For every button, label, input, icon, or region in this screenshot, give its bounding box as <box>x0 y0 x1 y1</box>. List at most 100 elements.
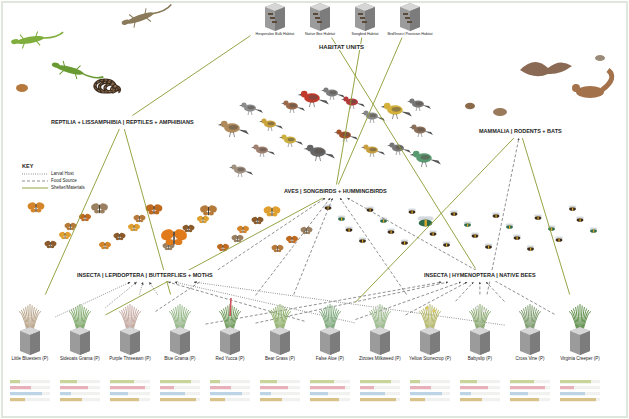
bee-body <box>506 225 513 229</box>
data-bar-track <box>10 386 50 389</box>
butterfly-body <box>50 242 51 248</box>
pot-body <box>270 327 290 355</box>
butterfly-figure <box>64 222 77 230</box>
butterfly-body <box>139 216 140 222</box>
bird-head <box>323 87 328 92</box>
data-bar-track <box>160 392 200 395</box>
data-bar-track <box>110 386 150 389</box>
bird-beak <box>218 124 221 125</box>
plant-foliage <box>78 306 80 331</box>
data-bar <box>60 386 88 389</box>
bird-figure <box>239 102 263 115</box>
bird-figure <box>304 145 335 161</box>
bee-figure <box>485 244 493 249</box>
plant-foliage <box>278 306 280 331</box>
bee-figure <box>408 209 416 214</box>
data-bar-track <box>560 386 600 389</box>
butterfly-wing <box>258 221 262 224</box>
habitat-cavity <box>360 17 365 19</box>
plant-foliage <box>583 311 591 330</box>
bird-figure <box>341 96 365 109</box>
bee-stripe <box>580 218 581 221</box>
data-bar-track <box>510 392 550 395</box>
butterfly-figure <box>58 231 71 239</box>
plant-icon <box>56 296 104 356</box>
fauna-group: INSECTA | LEPIDOPTERA | BUTTERFLIES + MO… <box>73 270 217 281</box>
butterfly-wing <box>120 237 124 240</box>
bee-body <box>359 239 366 243</box>
butterfly-wing <box>243 230 247 233</box>
data-bar-track <box>410 392 450 395</box>
bee-body <box>419 219 433 226</box>
plant-foliage <box>33 311 41 330</box>
connector <box>332 38 476 269</box>
connector <box>56 282 131 317</box>
bird-beak <box>321 90 324 91</box>
plant-unit: Bear Grass (P) <box>256 296 304 361</box>
plant-icon <box>156 296 204 356</box>
bird-figure <box>259 118 283 131</box>
bee-figure <box>450 211 458 216</box>
butterfly-wing <box>169 247 173 250</box>
butterfly-wing <box>31 209 36 213</box>
bird-figure <box>229 164 253 177</box>
bee-stripe <box>551 227 552 230</box>
plant-icon <box>106 296 154 356</box>
bee-stripe <box>383 219 384 222</box>
bee-stripe <box>349 228 350 231</box>
bee-stripe <box>362 239 363 242</box>
lizard-head <box>51 62 60 69</box>
data-bar <box>360 398 396 401</box>
habitat-icon <box>342 2 388 32</box>
bird-legs <box>248 111 252 115</box>
data-bar <box>410 398 425 401</box>
bee-figure <box>513 235 521 240</box>
data-bar <box>210 398 225 401</box>
bee-figure <box>576 217 584 222</box>
flower <box>483 310 486 313</box>
pot-body <box>470 327 490 355</box>
bird-wing <box>290 104 297 108</box>
bird-wing <box>370 114 377 118</box>
butterfly-wing <box>47 245 51 248</box>
butterfly-wing <box>101 246 105 249</box>
data-bar <box>110 386 145 389</box>
pot-side <box>380 331 390 355</box>
butterfly-wing <box>36 209 41 213</box>
flower <box>433 310 436 313</box>
plant-unit: Cross Vine (P) <box>506 296 554 361</box>
butterfly-figure <box>98 241 111 249</box>
lizard-head <box>121 19 130 26</box>
butterfly-wing <box>203 220 207 223</box>
bird-head <box>301 91 308 98</box>
flower <box>383 310 386 313</box>
data-bar <box>310 386 345 389</box>
data-bar-track <box>260 386 300 389</box>
bird-legs <box>229 132 234 137</box>
data-bar <box>10 392 42 395</box>
lizard-body <box>16 34 45 45</box>
habitat-icon <box>387 2 433 32</box>
bird-wing <box>416 102 423 106</box>
butterfly-figure <box>27 201 46 212</box>
bird-figure <box>298 91 329 107</box>
lizard-figure <box>120 0 175 31</box>
habitat-cavity <box>270 17 275 19</box>
butterfly-wing <box>51 245 55 248</box>
habitat-icon <box>297 2 343 32</box>
pot-body <box>120 327 140 355</box>
snake-figure <box>95 80 120 92</box>
plant-foliage <box>130 304 131 330</box>
group-label: AVES | SONGBIRDS + HUMMINGBIRDS <box>282 187 389 196</box>
mouse-figure <box>493 108 507 116</box>
bee-stripe <box>391 230 392 233</box>
bee-stripe <box>446 243 447 246</box>
connector <box>294 198 333 294</box>
bee-stripe <box>496 214 497 217</box>
unit-label: Hesperaloe Bulk Habitat <box>252 32 298 36</box>
squirrel-body <box>576 86 604 98</box>
legend-label: Shelter/Materials <box>51 186 85 191</box>
plant-unit: Babyslip (P) <box>456 296 504 361</box>
bird-figure <box>279 134 303 147</box>
